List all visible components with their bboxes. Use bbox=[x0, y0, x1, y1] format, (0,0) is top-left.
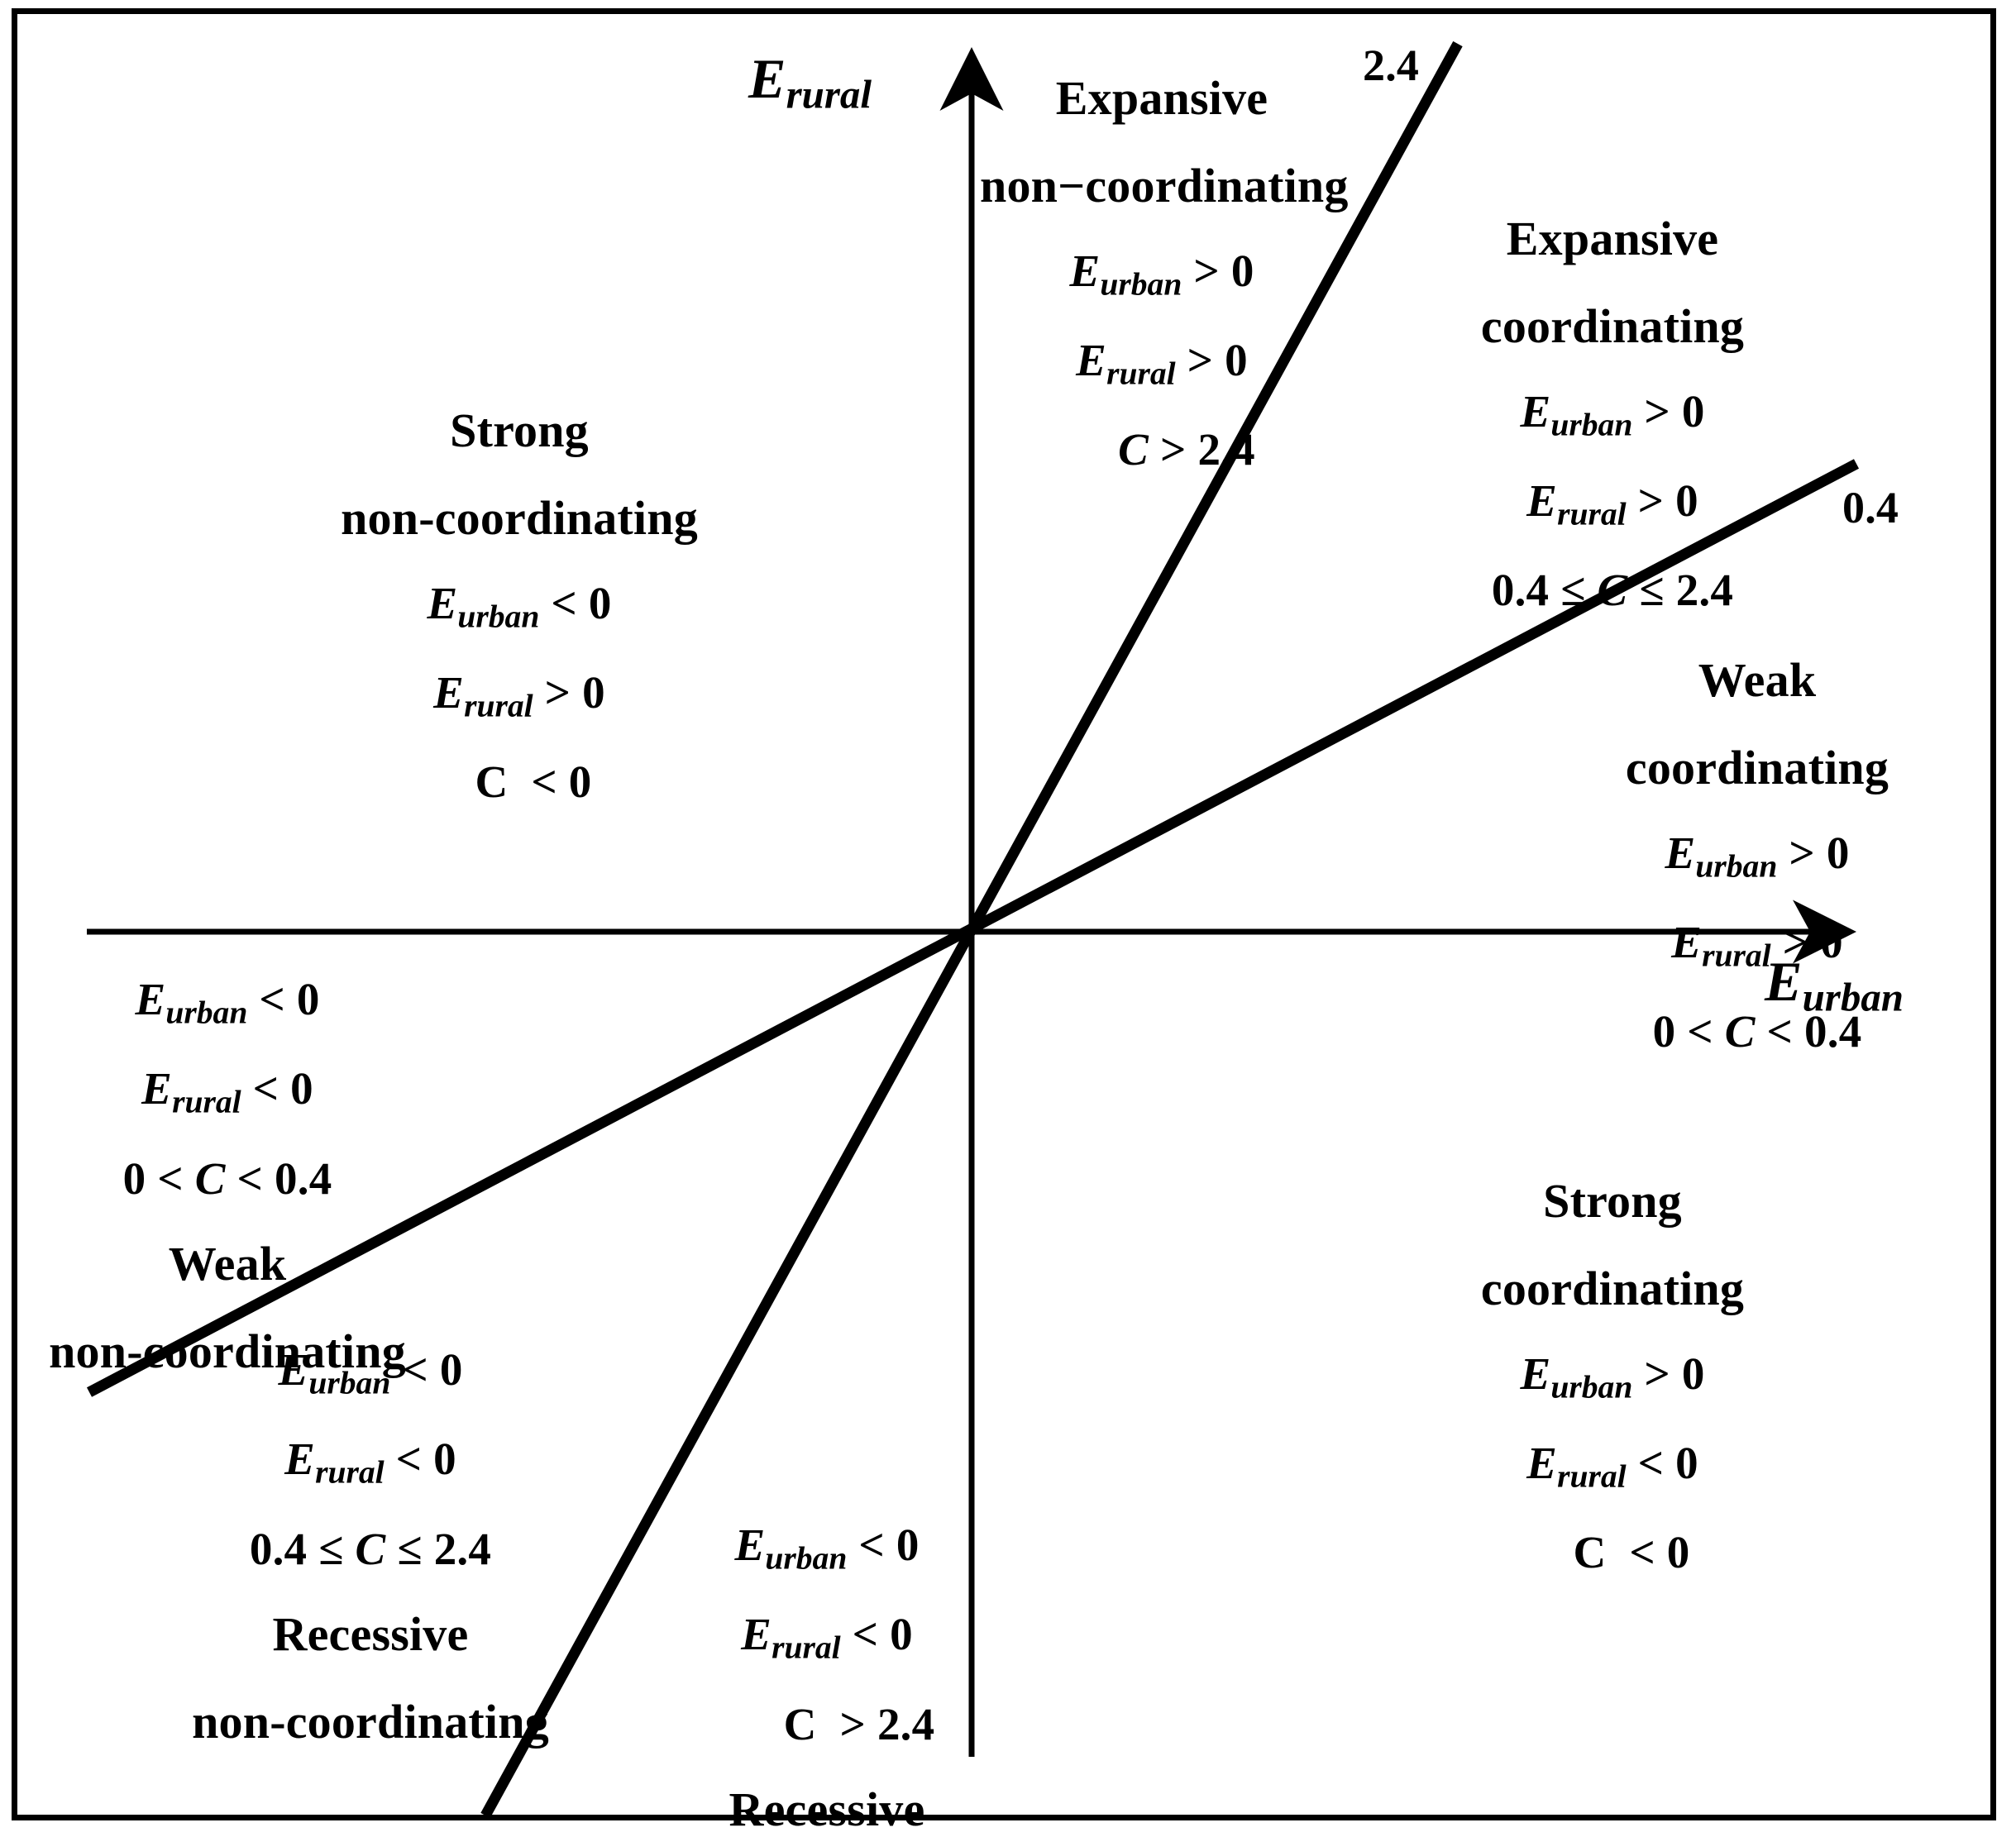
region-title-line1: Expansive bbox=[1055, 71, 1268, 126]
region-title-line2: coordinating bbox=[1480, 1261, 1745, 1315]
boundary-line-0point4 bbox=[86, 459, 1860, 1397]
figure-border bbox=[12, 8, 1996, 1820]
region-strong-coordinating: Strong coordinating Eurban > 0 Erural < … bbox=[1381, 1143, 1844, 1610]
x-axis-label: Eurban bbox=[1765, 949, 1904, 1021]
region-condition-1: Eurban < 0 bbox=[427, 578, 612, 635]
region-condition-1: Eurban < 0 bbox=[734, 1520, 920, 1577]
region-title-line1: Weak bbox=[168, 1237, 287, 1291]
region-condition-3: 0.4 ≤ C ≤ 2.4 bbox=[249, 1523, 492, 1574]
region-expansive-non-coordinating: Expansive non−coordinating Eurban > 0 Er… bbox=[980, 40, 1349, 508]
region-condition-1: Eurban < 0 bbox=[135, 974, 320, 1031]
region-condition-2: Erural < 0 bbox=[1526, 1438, 1698, 1495]
slope-label-0point4: 0.4 bbox=[1842, 483, 1899, 532]
region-condition-1: Eurban > 0 bbox=[1069, 246, 1254, 303]
region-condition-2: Erural > 0 bbox=[433, 667, 605, 724]
region-title-line2: coordinating bbox=[1480, 298, 1745, 353]
region-expansive-coordinating: Expansive coordinating Eurban > 0 Erural… bbox=[1406, 180, 1819, 648]
region-title-line1: Weak bbox=[1698, 653, 1817, 708]
slope-label-2point4: 2.4 bbox=[1363, 41, 1420, 90]
region-weak-coordinating: Weak coordinating Eurban > 0 Erural > 0 … bbox=[1563, 622, 1952, 1090]
region-title-line1: Strong bbox=[450, 403, 589, 458]
region-condition-2: Erural < 0 bbox=[741, 1609, 913, 1666]
region-condition-3: 0.4 ≤ C ≤ 2.4 bbox=[1491, 565, 1734, 616]
y-axis-label: Erural bbox=[748, 46, 872, 118]
region-title-line1: Recessive bbox=[729, 1782, 925, 1837]
region-condition-3: 0 < C < 0.4 bbox=[122, 1152, 332, 1204]
region-condition-3: C < 0 bbox=[475, 756, 592, 808]
region-title-line2: coordinating bbox=[1625, 740, 1889, 794]
region-recessive-coordinating: Eurban < 0 Erural < 0 C > 2.4 Recessive … bbox=[662, 1488, 992, 1837]
y-axis-label-base: E bbox=[748, 47, 786, 110]
region-recessive-non-coordinating: Eurban < 0 Erural < 0 0.4 ≤ C ≤ 2.4 Rece… bbox=[139, 1313, 602, 1781]
region-title-line2: non-coordinating bbox=[49, 1324, 406, 1378]
region-strong-non-coordinating: Strong non-coordinating Eurban < 0 Erura… bbox=[246, 372, 792, 840]
region-condition-2: Erural > 0 bbox=[1671, 917, 1843, 974]
y-axis-label-subscript: rural bbox=[786, 71, 872, 117]
region-condition-3: C > 2.4 bbox=[783, 1698, 935, 1749]
x-axis-label-base: E bbox=[1765, 950, 1803, 1013]
region-title-line1: Recessive bbox=[272, 1607, 469, 1662]
region-condition-1: Eurban > 0 bbox=[1520, 386, 1705, 443]
region-condition-2: Erural > 0 bbox=[1526, 475, 1698, 532]
region-condition-3: 0 < C < 0.4 bbox=[1652, 1006, 1862, 1057]
region-title-line1: Strong bbox=[1543, 1174, 1682, 1229]
region-title-line2: non−coordinating bbox=[980, 158, 1349, 212]
region-condition-3: C > 2.4 bbox=[1118, 424, 1255, 475]
region-title-line2: non-coordinating bbox=[192, 1694, 549, 1749]
region-condition-1: Eurban < 0 bbox=[278, 1344, 463, 1401]
x-axis-label-subscript: urban bbox=[1802, 974, 1904, 1020]
region-title-line2: non-coordinating bbox=[341, 490, 698, 545]
region-condition-1: Eurban > 0 bbox=[1665, 828, 1850, 885]
region-condition-1: Eurban > 0 bbox=[1520, 1348, 1705, 1405]
region-condition-2: Erural > 0 bbox=[1076, 335, 1248, 392]
region-condition-2: Erural < 0 bbox=[284, 1434, 456, 1491]
region-title-line1: Expansive bbox=[1506, 212, 1719, 266]
region-condition-3: C < 0 bbox=[1573, 1527, 1690, 1578]
region-condition-2: Erural < 0 bbox=[141, 1063, 313, 1120]
region-weak-non-coordinating: Eurban < 0 Erural < 0 0 < C < 0.4 Weak n… bbox=[8, 942, 447, 1410]
